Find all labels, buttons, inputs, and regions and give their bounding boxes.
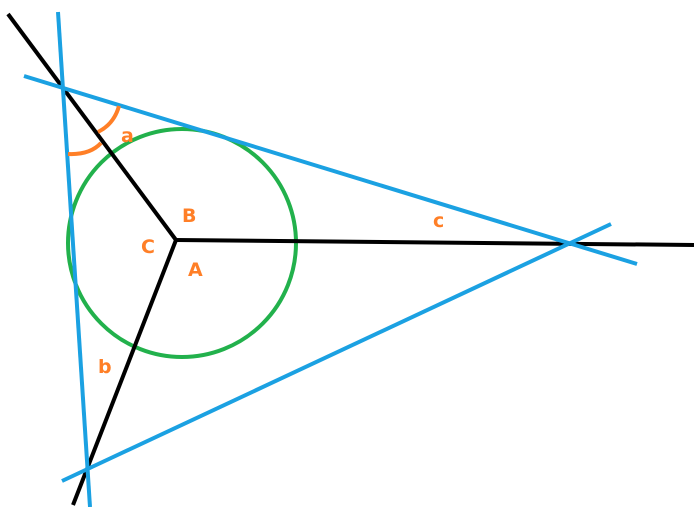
tangent-line-bottom — [61, 222, 612, 483]
label-side-c: c — [433, 210, 444, 232]
bisector-line-lower — [71, 239, 178, 506]
label-vertex-A: A — [188, 259, 203, 281]
tangent-line-top — [23, 74, 638, 266]
label-vertex-B: B — [182, 205, 196, 227]
angle-arc-outer — [97, 105, 121, 134]
bisector-line-right — [175, 238, 694, 247]
tangent-line-left — [56, 11, 92, 507]
angle-arc-inner — [67, 141, 103, 157]
label-side-b: b — [98, 356, 112, 378]
incircle — [66, 127, 298, 359]
label-angle-a: a — [121, 125, 134, 147]
label-vertex-C: C — [141, 236, 155, 258]
bisector-line-upper-left — [6, 12, 178, 242]
